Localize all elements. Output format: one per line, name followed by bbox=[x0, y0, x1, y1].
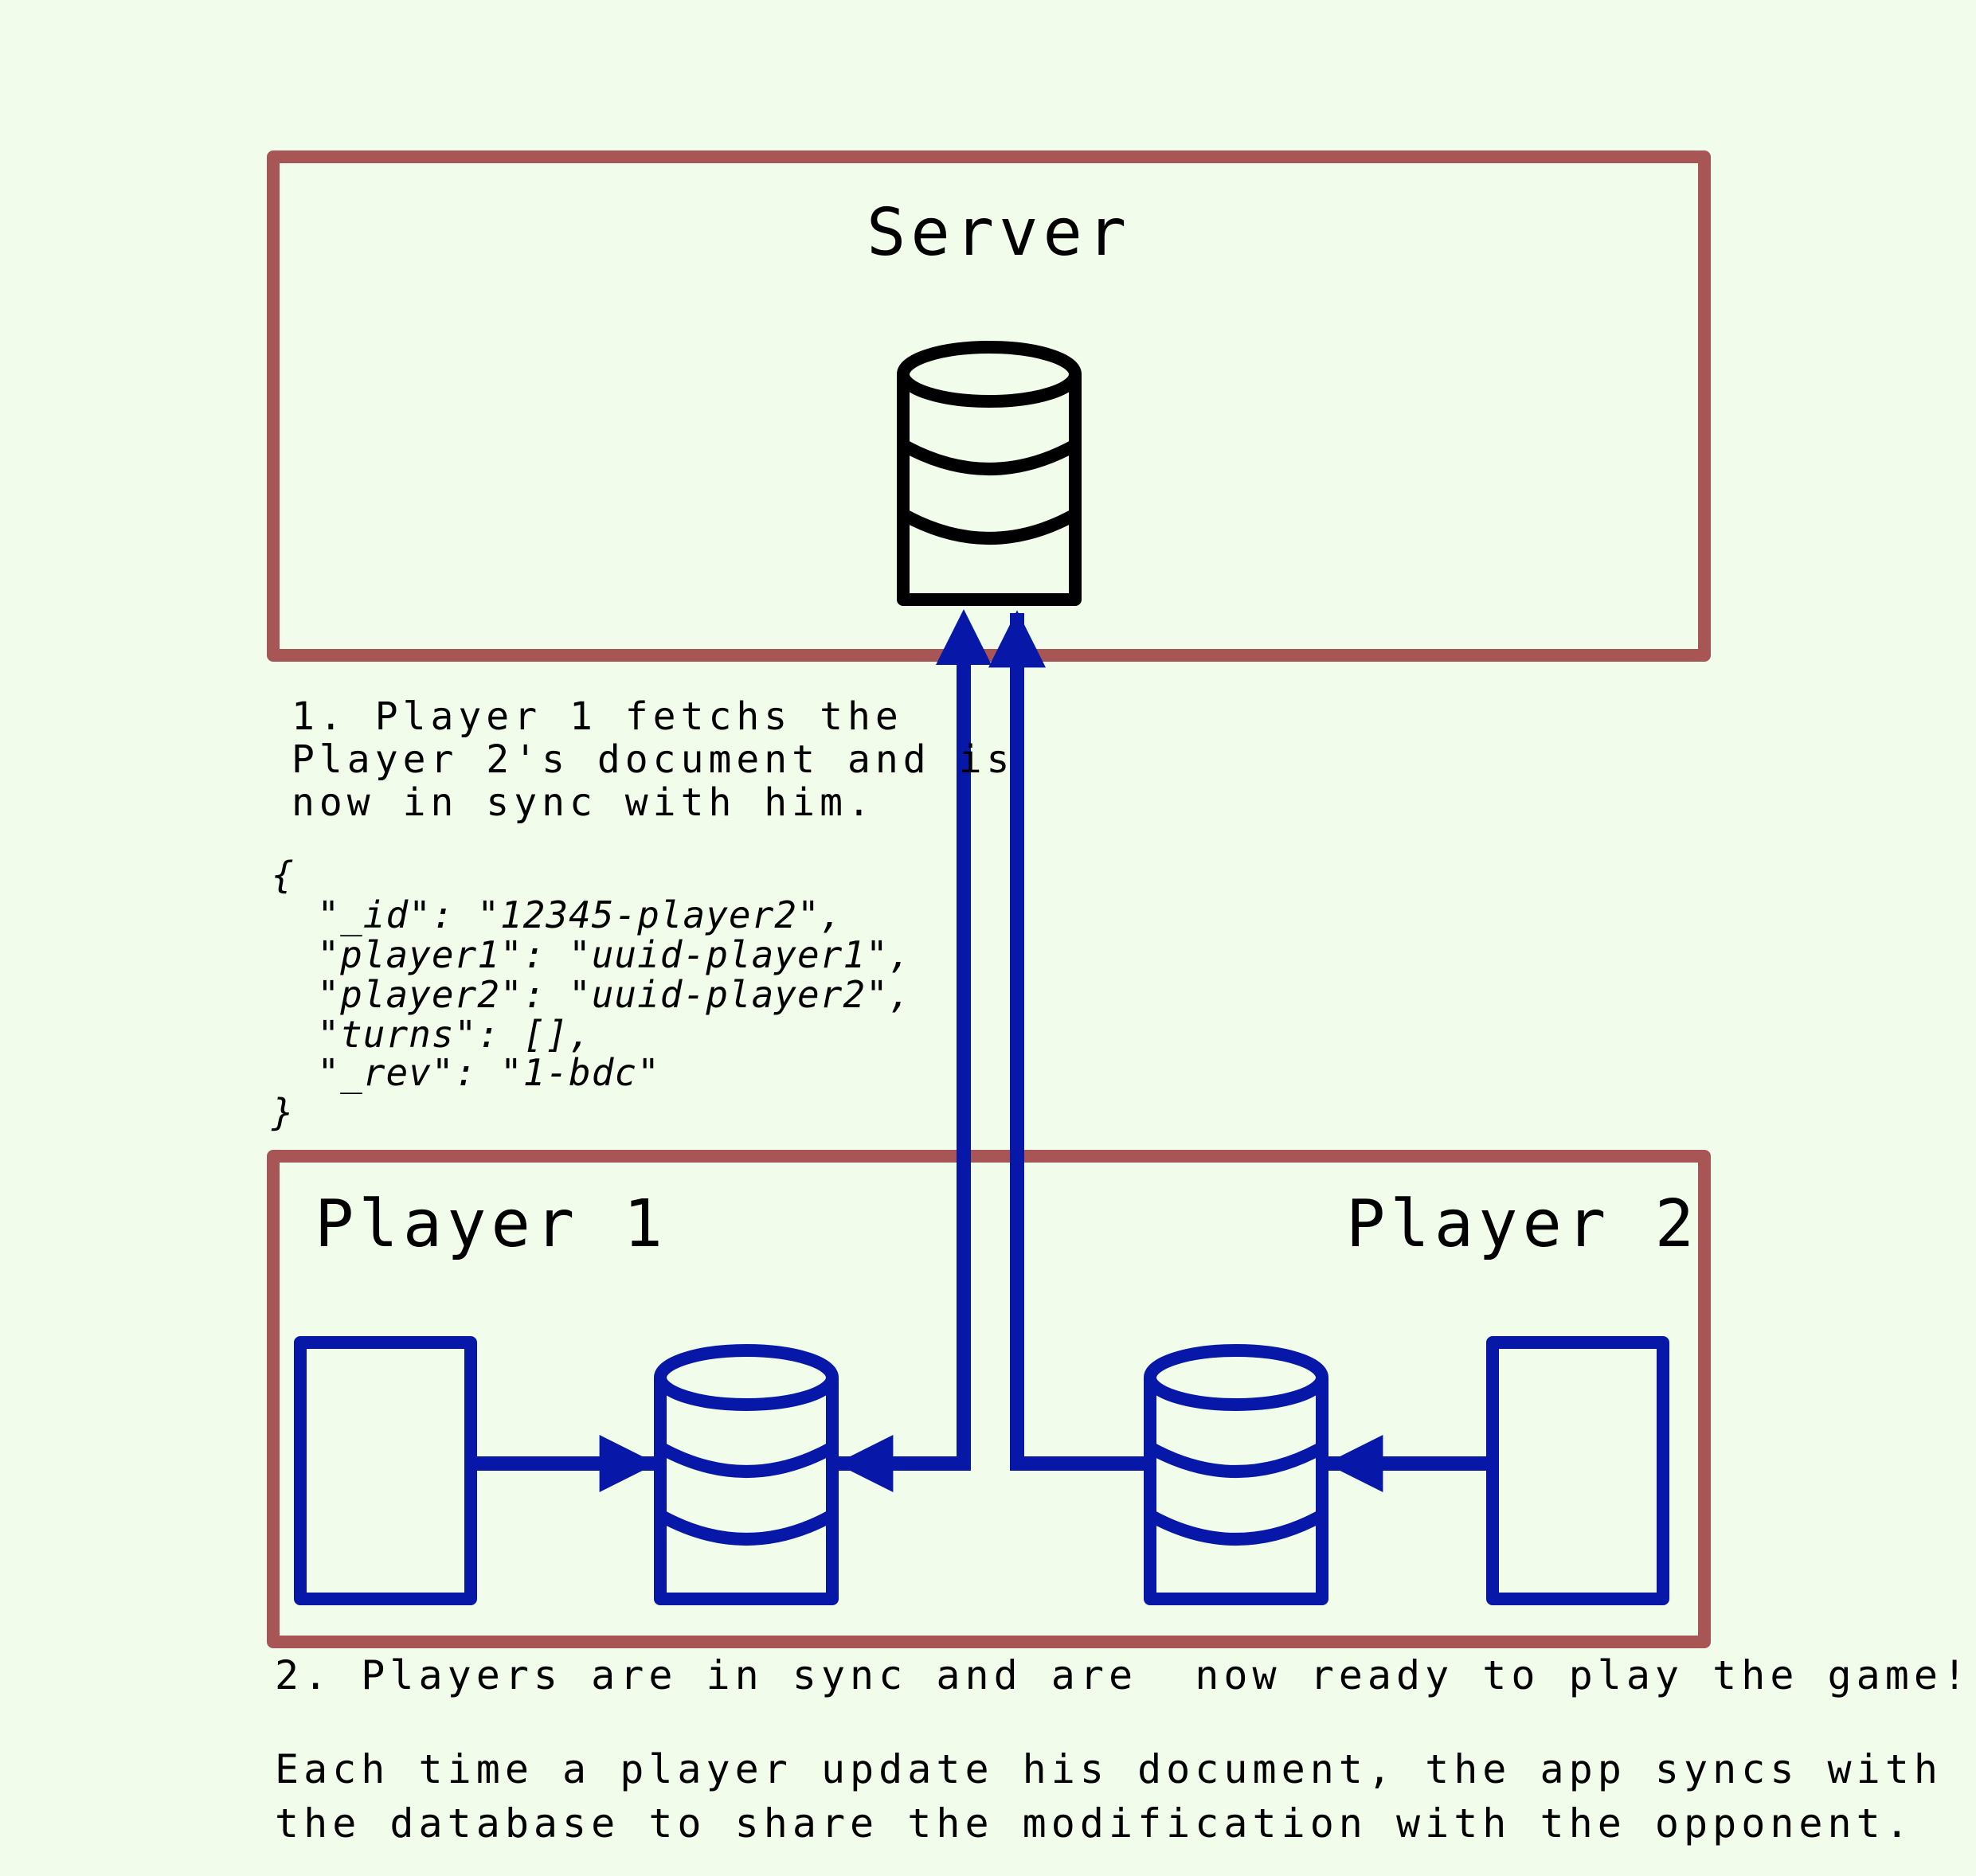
arrowhead-up-player1-line bbox=[936, 609, 992, 665]
json-line-id: "_id": "12345-player2", bbox=[272, 893, 843, 936]
player2-device-icon bbox=[1486, 1336, 1669, 1605]
player2-label: Player 2 bbox=[1346, 1186, 1699, 1262]
step1-note-line3: now in sync with him. bbox=[292, 780, 875, 825]
json-open-brace: { bbox=[272, 854, 295, 897]
player2-database-icon bbox=[1144, 1344, 1328, 1605]
step2-note: 2. Players are in sync and are now ready… bbox=[275, 1652, 1972, 1698]
footer-line2: the database to share the modification w… bbox=[275, 1800, 1914, 1847]
server-title: Server bbox=[867, 195, 1132, 271]
arrow-player2-db-to-server bbox=[988, 610, 1144, 1471]
player1-database-icon bbox=[654, 1344, 839, 1605]
step1-note-line2: Player 2's document and is bbox=[292, 737, 1015, 782]
players-box bbox=[267, 1150, 1711, 1648]
json-line-player2: "player2": "uuid-player2", bbox=[272, 973, 912, 1016]
player1-device-icon bbox=[294, 1336, 477, 1605]
step1-note-line1: 1. Player 1 fetchs the bbox=[292, 694, 903, 739]
json-line-rev: "_rev": "1-bdc" bbox=[272, 1051, 660, 1094]
arrow-server-to-player1-db bbox=[835, 665, 971, 1492]
json-line-turns: "turns": [], bbox=[272, 1013, 592, 1056]
json-close-brace: } bbox=[272, 1091, 295, 1134]
json-line-player1: "player1": "uuid-player1", bbox=[272, 933, 912, 976]
footer-line1: Each time a player update his document, … bbox=[275, 1746, 1943, 1792]
player1-label: Player 1 bbox=[315, 1186, 667, 1262]
server-database-icon bbox=[897, 341, 1082, 606]
